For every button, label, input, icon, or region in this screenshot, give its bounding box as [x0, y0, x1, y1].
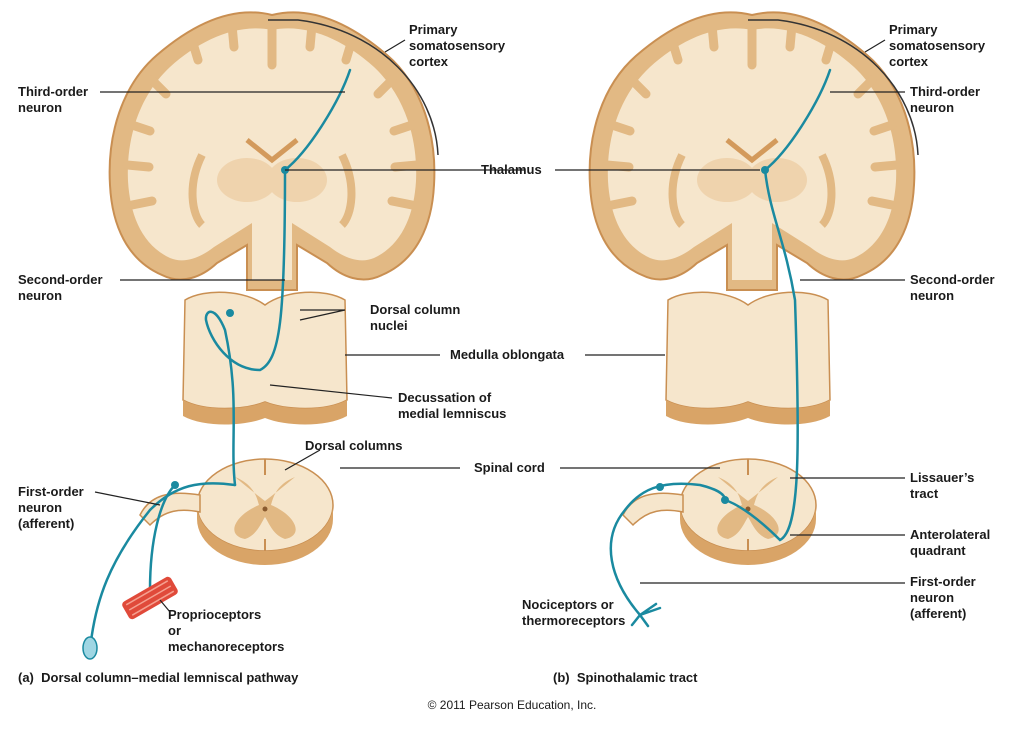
label-line: Primary — [409, 22, 458, 37]
label-line: Primary — [889, 22, 938, 37]
label-line: quadrant — [910, 543, 966, 558]
label-line: Dorsal column — [370, 302, 461, 317]
label-line: Second-order — [18, 272, 103, 287]
label-line: tract — [910, 486, 939, 501]
caption-b: (b) Spinothalamic tract — [553, 670, 697, 686]
label-a-dorsal-columns: Dorsal columns — [305, 438, 403, 454]
copyright: © 2011 Pearson Education, Inc. — [427, 698, 597, 712]
panel-a-dorsal-root — [139, 492, 201, 527]
label-line: Lissauer’s — [910, 470, 975, 485]
panel-a-muscle — [122, 576, 178, 620]
label-line: neuron — [18, 100, 63, 115]
label-line: somatosensory — [889, 38, 986, 53]
panel-a-brain — [110, 12, 435, 290]
label-line: Proprioceptors — [168, 607, 262, 622]
caption-b-letter: (b) — [553, 670, 570, 685]
label-line: neuron — [18, 500, 63, 515]
label-line: Anterolateral — [910, 527, 991, 542]
label-line: (afferent) — [18, 516, 75, 531]
panel-b-dorsal-root — [622, 492, 684, 527]
panel-a-neuron-bodies — [171, 166, 289, 489]
label-line: neuron — [18, 288, 63, 303]
panel-a-cortex-bracket — [268, 19, 439, 156]
label-medulla-oblongata: Medulla oblongata — [450, 347, 565, 362]
label-line: Third-order — [910, 84, 981, 99]
panel-b-neuron-bodies — [656, 166, 769, 504]
panel-b-brain — [590, 12, 915, 290]
leader-lines — [94, 39, 905, 613]
label-line: (afferent) — [910, 606, 967, 621]
panel-a-neurons — [88, 68, 352, 652]
panel-a-spinal-cord — [196, 458, 334, 566]
label-line: somatosensory — [409, 38, 506, 53]
label-line: Second-order — [910, 272, 995, 287]
label-line: cortex — [409, 54, 449, 69]
label-line: Nociceptors or — [522, 597, 614, 612]
label-line: cortex — [889, 54, 929, 69]
label-line: medial lemniscus — [398, 406, 507, 421]
caption-a: (a) Dorsal column–medial lemniscal pathw… — [18, 670, 298, 686]
label-line: First-order — [910, 574, 976, 589]
label-thalamus: Thalamus — [481, 162, 542, 177]
label-line: First-order — [18, 484, 84, 499]
label-line: neuron — [910, 288, 955, 303]
label-line: thermoreceptors — [522, 613, 626, 628]
label-line: neuron — [910, 590, 955, 605]
label-line: mechanoreceptors — [168, 639, 285, 654]
panel-b-cortex-bracket — [748, 19, 919, 156]
label-line: Dorsal columns — [305, 438, 403, 453]
panel-a-receptor — [82, 636, 98, 660]
panel-b-neurons — [609, 68, 832, 628]
label-line: neuron — [910, 100, 955, 115]
caption-a-title: Dorsal column–medial lemniscal pathway — [41, 670, 299, 685]
label-spinal-cord: Spinal cord — [474, 460, 545, 475]
label-line: or — [168, 623, 181, 638]
label-line: Decussation of — [398, 390, 492, 405]
panel-b-medulla — [665, 291, 831, 426]
label-line: Third-order — [18, 84, 89, 99]
label-line: nuclei — [370, 318, 408, 333]
caption-a-letter: (a) — [18, 670, 34, 685]
caption-b-title: Spinothalamic tract — [576, 670, 698, 685]
